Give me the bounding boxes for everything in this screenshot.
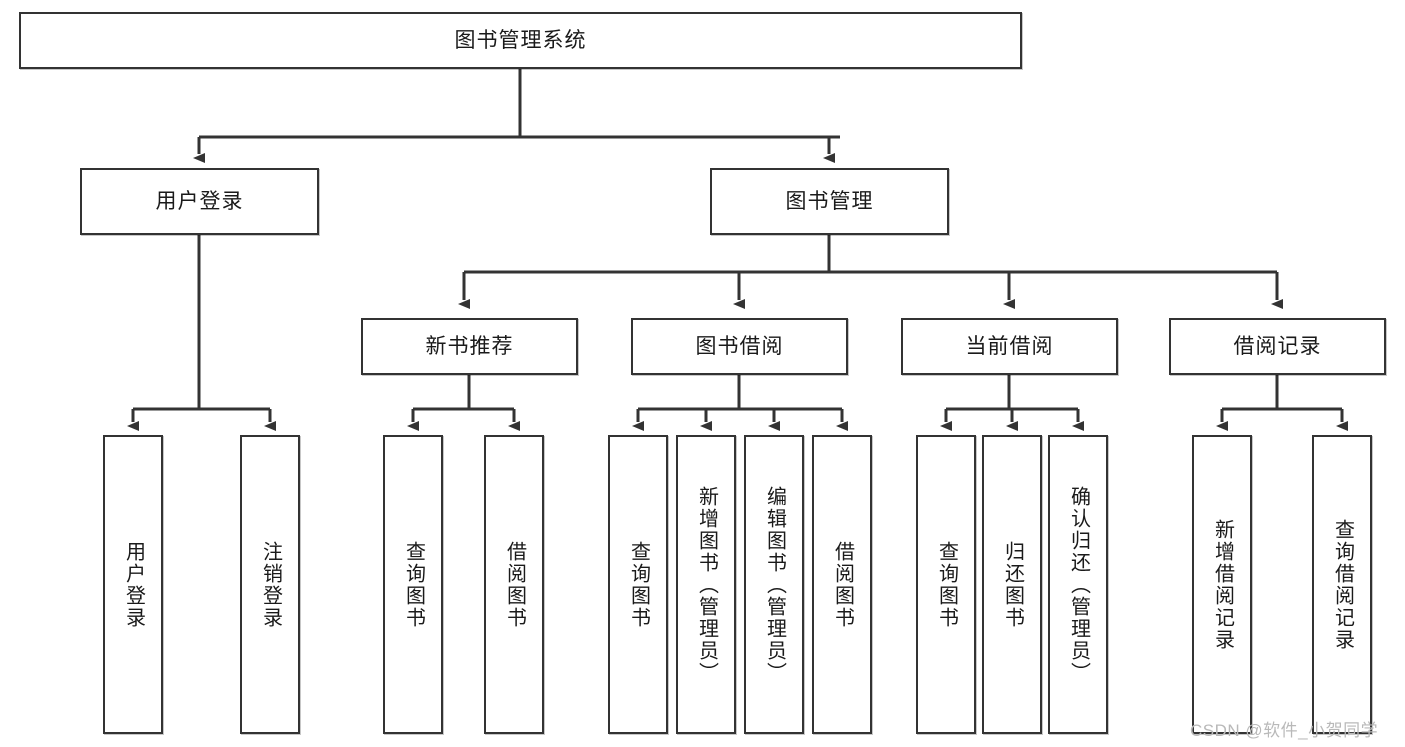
node-label: 图书管理 bbox=[785, 189, 874, 213]
node-label: 借阅记录 bbox=[1233, 334, 1322, 358]
leaf-borrow-record-query[interactable]: 查询借阅记录 bbox=[1312, 435, 1372, 734]
leaf-current-borrow-return[interactable]: 归还图书 bbox=[982, 435, 1042, 734]
leaf-book-borrow-add[interactable]: 新增图书（管理员） bbox=[676, 435, 736, 734]
node-label: 确认归还（管理员） bbox=[1067, 485, 1090, 684]
node-label: 当前借阅 bbox=[965, 334, 1054, 358]
leaf-current-borrow-query[interactable]: 查询图书 bbox=[916, 435, 976, 734]
node-user-login[interactable]: 用户登录 bbox=[80, 168, 319, 235]
node-label: 图书管理系统 bbox=[454, 28, 587, 52]
leaf-new-book-query[interactable]: 查询图书 bbox=[383, 435, 443, 734]
leaf-user-login-logout[interactable]: 注销登录 bbox=[240, 435, 300, 734]
node-label: 注销登录 bbox=[259, 540, 282, 629]
node-label: 编辑图书（管理员） bbox=[763, 485, 786, 684]
node-book-borrow[interactable]: 图书借阅 bbox=[631, 318, 848, 375]
node-label: 查询图书 bbox=[627, 540, 650, 629]
csdn-watermark: CSDN @软件_小贺同学 bbox=[1190, 721, 1379, 740]
node-label: 用户登录 bbox=[122, 540, 145, 629]
node-label: 查询图书 bbox=[935, 540, 958, 629]
node-borrow-record[interactable]: 借阅记录 bbox=[1169, 318, 1386, 375]
node-label: 借阅图书 bbox=[831, 540, 854, 629]
leaf-borrow-record-add[interactable]: 新增借阅记录 bbox=[1192, 435, 1252, 734]
leaf-user-login-login[interactable]: 用户登录 bbox=[103, 435, 163, 734]
node-label: 借阅图书 bbox=[503, 540, 526, 629]
node-new-book-recommend[interactable]: 新书推荐 bbox=[361, 318, 578, 375]
node-root-book-management-system[interactable]: 图书管理系统 bbox=[19, 12, 1022, 69]
leaf-book-borrow-edit[interactable]: 编辑图书（管理员） bbox=[744, 435, 804, 734]
leaf-book-borrow-borrow[interactable]: 借阅图书 bbox=[812, 435, 872, 734]
node-label: 图书借阅 bbox=[695, 334, 784, 358]
node-label: 归还图书 bbox=[1001, 540, 1024, 629]
node-label: 新书推荐 bbox=[425, 334, 514, 358]
leaf-current-borrow-confirm-return[interactable]: 确认归还（管理员） bbox=[1048, 435, 1108, 734]
node-book-management[interactable]: 图书管理 bbox=[710, 168, 949, 235]
node-label: 新增借阅记录 bbox=[1211, 518, 1234, 651]
node-current-borrow[interactable]: 当前借阅 bbox=[901, 318, 1118, 375]
leaf-new-book-borrow[interactable]: 借阅图书 bbox=[484, 435, 544, 734]
leaf-book-borrow-query[interactable]: 查询图书 bbox=[608, 435, 668, 734]
node-label: 用户登录 bbox=[155, 189, 244, 213]
node-label: 新增图书（管理员） bbox=[695, 485, 718, 684]
node-label: 查询借阅记录 bbox=[1331, 518, 1354, 651]
node-label: 查询图书 bbox=[402, 540, 425, 629]
